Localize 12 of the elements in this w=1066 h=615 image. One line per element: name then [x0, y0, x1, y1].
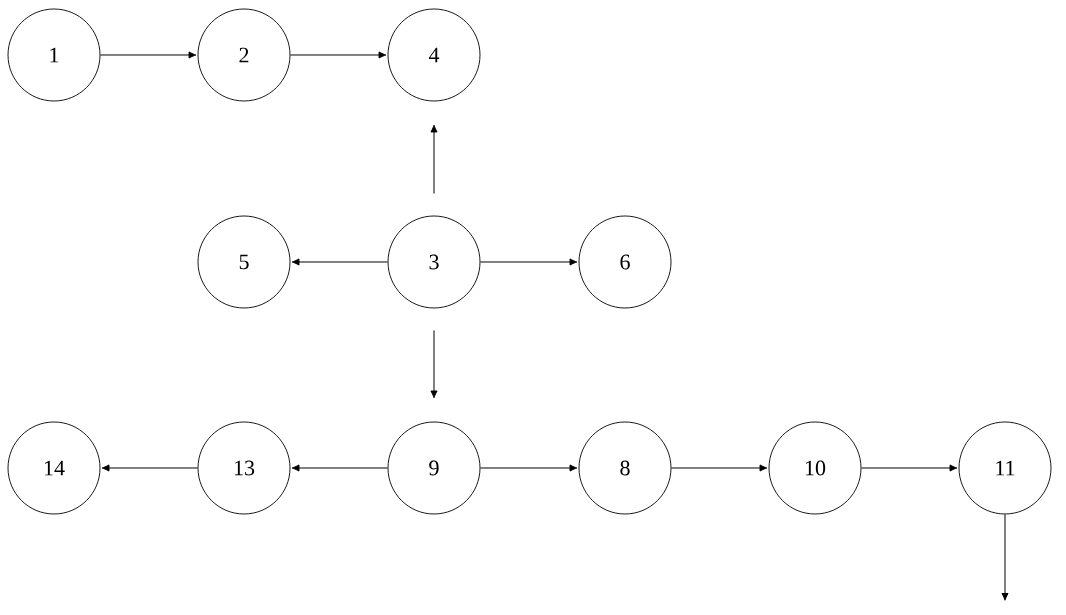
- arrow: [291, 464, 389, 472]
- arrow: [1001, 513, 1009, 601]
- arrow: [670, 464, 768, 472]
- arrow: [860, 464, 958, 472]
- arrow: [291, 258, 389, 266]
- arrow: [430, 329, 438, 399]
- arrow: [289, 51, 387, 59]
- arrow: [430, 124, 438, 195]
- arrow: [479, 464, 578, 472]
- arrow: [99, 51, 197, 59]
- arrow: [479, 258, 578, 266]
- arrow: [101, 464, 199, 472]
